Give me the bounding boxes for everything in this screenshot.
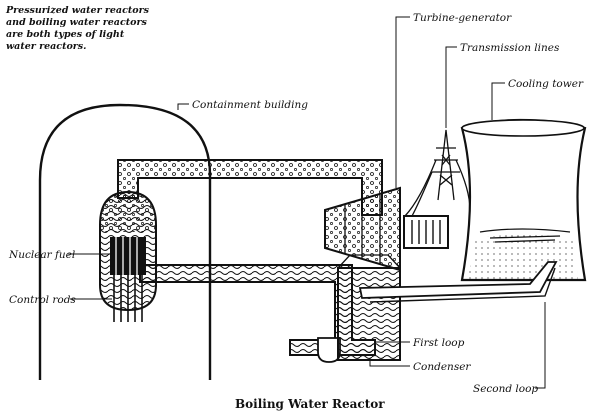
svg-text:Condenser: Condenser bbox=[413, 361, 471, 373]
label-nuclear-fuel: Nuclear fuel bbox=[8, 249, 110, 261]
intro-line-4: water reactors. bbox=[6, 41, 86, 52]
intro-note: Pressurized water reactors and boiling w… bbox=[5, 5, 150, 52]
label-first-loop: First loop bbox=[375, 337, 465, 349]
svg-text:Turbine-generator: Turbine-generator bbox=[413, 12, 512, 24]
svg-text:Cooling tower: Cooling tower bbox=[508, 78, 584, 90]
containment-building bbox=[38, 103, 212, 380]
intro-line-2: and boiling water reactors bbox=[6, 17, 147, 28]
condenser bbox=[337, 267, 401, 361]
label-cooling-tower: Cooling tower bbox=[491, 78, 584, 120]
svg-text:Control rods: Control rods bbox=[9, 294, 76, 306]
label-containment-building: Containment building bbox=[177, 99, 308, 111]
label-condenser: Condenser bbox=[369, 358, 471, 373]
label-control-rods: Control rods bbox=[9, 294, 112, 306]
diagram-caption: Boiling Water Reactor bbox=[235, 397, 385, 411]
svg-text:First loop: First loop bbox=[412, 337, 465, 349]
label-second-loop: Second loop bbox=[473, 302, 546, 395]
svg-text:Transmission lines: Transmission lines bbox=[460, 42, 560, 54]
transmission-tower bbox=[404, 129, 471, 217]
second-loop-pipe bbox=[358, 261, 558, 299]
label-turbine-generator: Turbine-generator bbox=[395, 12, 512, 188]
svg-text:Second loop: Second loop bbox=[473, 383, 538, 395]
reactor-vessel bbox=[99, 190, 157, 322]
generator bbox=[403, 215, 449, 249]
cooling-tower bbox=[460, 118, 587, 282]
svg-text:Nuclear fuel: Nuclear fuel bbox=[8, 249, 75, 261]
second-loop-return bbox=[369, 267, 556, 303]
pump bbox=[317, 337, 341, 363]
label-transmission-lines: Transmission lines bbox=[445, 42, 560, 128]
intro-line-3: are both types of light bbox=[6, 29, 125, 40]
intro-line-1: Pressurized water reactors bbox=[5, 5, 150, 16]
svg-text:Containment building: Containment building bbox=[192, 99, 308, 111]
